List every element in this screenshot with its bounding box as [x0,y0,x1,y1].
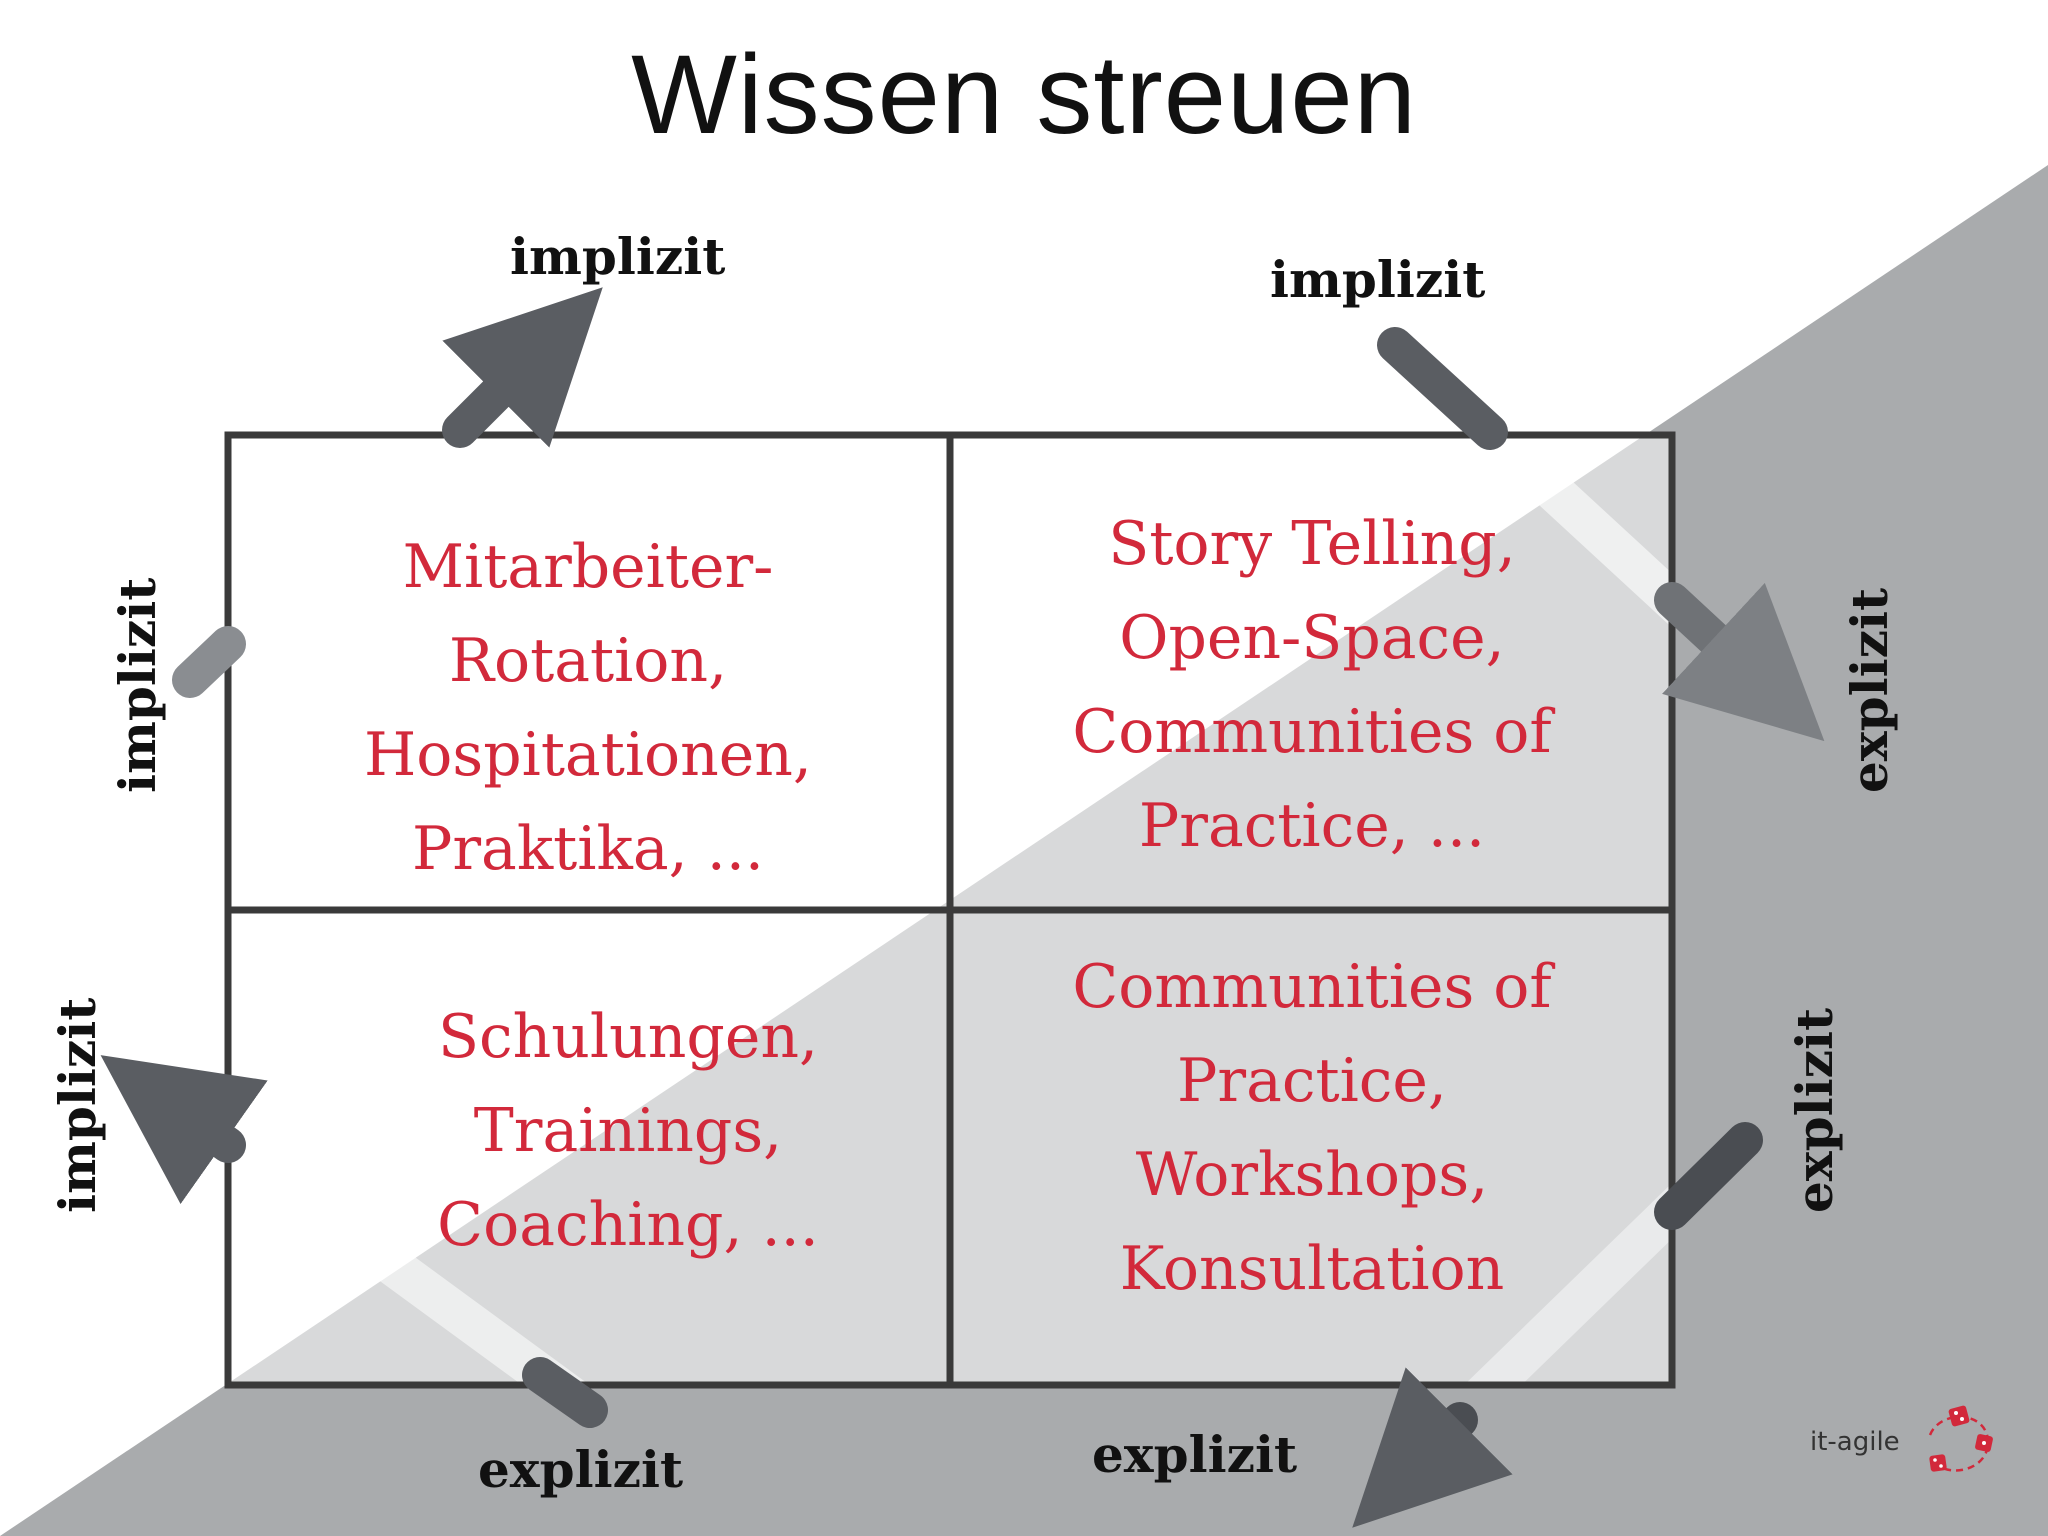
label-top-right-implizit: implizit [1270,250,1486,309]
quadrant-line: Practice, [1177,1046,1447,1116]
quadrant-line: Schulungen, [437,1002,819,1072]
arrow-bottom-left [100,1055,608,1428]
quadrant-line: Coaching, ... [437,1190,819,1260]
quadrant-bottom-left-text: Schulungen, Trainings, Coaching, ... [268,990,988,1272]
quadrant-line: Open-Space, [1119,603,1505,673]
cell-bottom-left [228,913,948,1385]
cell-bottom-right [952,913,1672,1385]
quadrant-line: Communities of [1072,697,1552,767]
quadrant-line: Story Telling, [1108,509,1516,579]
label-left-upper-implizit: implizit [108,577,167,793]
quadrant-line: Mitarbeiter- [402,532,774,602]
quadrant-line: Rotation, [448,626,728,696]
it-agile-logo: it-agile [1810,1405,2010,1485]
quadrant-line: Konsultation [1119,1234,1505,1304]
logo-dice-icon [1928,1405,1993,1472]
page-title: Wissen streuen [631,32,1417,157]
arrow-bottom-right [1352,1122,1763,1528]
grid-lines [224,431,1676,1389]
quadrant-line: Communities of [1072,952,1552,1022]
logo-text: it-agile [1810,1427,1900,1457]
label-right-lower-explizit: explizit [1785,1007,1844,1213]
quadrant-bottom-right-text: Communities of Practice, Workshops, Kons… [952,940,1672,1316]
quadrant-line: Hospitationen, [363,720,812,790]
quadrant-grid [228,435,1672,1385]
quadrant-top-right-text: Story Telling, Open-Space, Communities o… [952,497,1672,873]
quadrant-line: Trainings, [473,1096,783,1166]
label-bottom-left-explizit: explizit [478,1440,684,1499]
quadrant-top-left-text: Mitarbeiter- Rotation, Hospitationen, Pr… [228,520,948,896]
label-right-upper-explizit: explizit [1840,587,1899,793]
arrow-top-left [172,287,603,698]
quadrant-line: Praktika, ... [412,814,764,884]
quadrant-line: Practice, ... [1138,791,1486,861]
label-bottom-right-explizit: explizit [1092,1425,1298,1484]
quadrant-line: Workshops, [1135,1140,1489,1210]
label-top-left-implizit: implizit [510,227,726,286]
arrow-top-right [1377,327,1825,742]
label-left-lower-implizit: implizit [48,997,107,1213]
